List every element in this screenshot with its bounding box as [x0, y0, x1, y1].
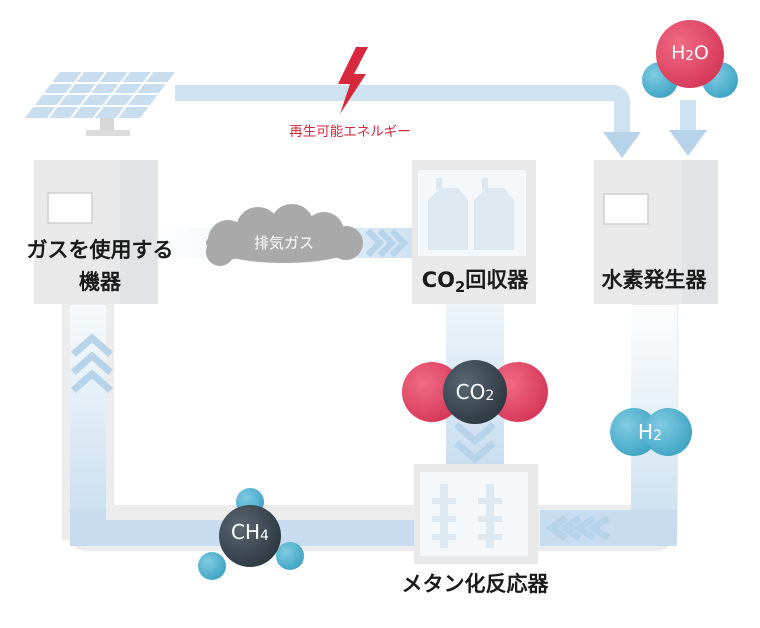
cloud-icon [206, 204, 363, 266]
co2-formula-sub: 2 [485, 388, 495, 405]
gas-device-label: ガスを使用する 機器 [10, 234, 190, 298]
ch4-formula: CH4 [200, 520, 300, 544]
co2-recovery-label-suffix: 回収器 [465, 268, 529, 292]
h2o-formula-sub: 2 [685, 49, 694, 65]
h2o-arrow [669, 100, 707, 156]
renewable-energy-label: 再生可能エネルギー [289, 124, 411, 140]
h2-molecule [610, 408, 692, 456]
gas-device-label-line2: 機器 [79, 270, 121, 294]
co2-molecule [402, 360, 548, 424]
down-chevrons [454, 422, 496, 464]
h2o-molecule [642, 20, 738, 98]
ch4-formula-sub: 4 [260, 528, 269, 545]
exhaust-gas-label: 排気ガス [253, 234, 314, 252]
lightning-icon [338, 47, 368, 114]
co2-formula-main: CO [455, 380, 486, 404]
right-chevrons [365, 228, 409, 258]
gas-device-label-line1: ガスを使用する [26, 238, 174, 262]
co2-recovery-box [412, 160, 536, 304]
h2-generator-label: 水素発生器 [601, 268, 707, 292]
ch4-formula-main: CH [231, 520, 261, 544]
left-chevrons [544, 515, 610, 541]
h2-generator-box [594, 160, 718, 304]
gas-device-box [34, 160, 158, 304]
h2o-formula: H2O [650, 42, 730, 64]
h2-formula-sub: 2 [653, 428, 662, 445]
co2-formula: CO2 [425, 380, 525, 404]
h2o-formula-tail: O [693, 42, 709, 64]
co2-recovery-label: CO2回収器 [400, 264, 550, 296]
solar-panel-icon [25, 71, 175, 136]
h2-formula-main: H [638, 420, 654, 444]
methanation-box [414, 464, 538, 564]
methanation-label: メタン化反応器 [401, 572, 549, 596]
co2-recovery-label-prefix: CO [421, 268, 456, 292]
energy-line [175, 85, 641, 158]
h2o-formula-main: H [671, 42, 686, 64]
co2-recovery-label-sub: 2 [455, 279, 466, 297]
h2-formula: H2 [610, 420, 690, 444]
loop-track [62, 300, 678, 551]
up-chevrons [71, 333, 113, 393]
ch4-molecule [198, 488, 304, 580]
